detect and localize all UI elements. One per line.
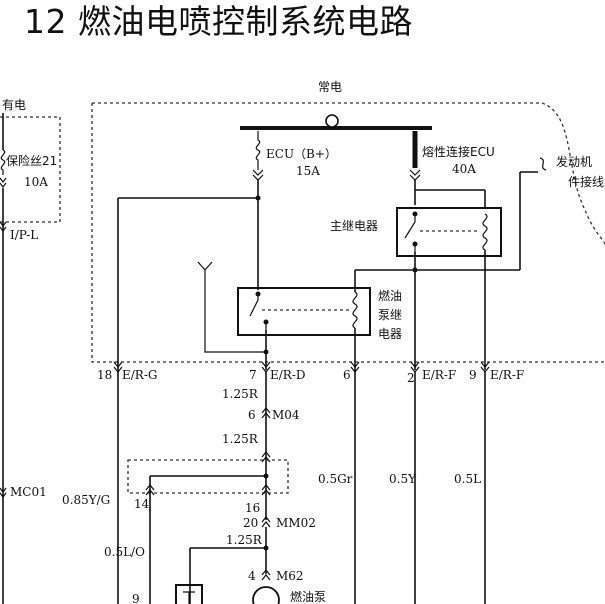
fuel-pump-label: 燃油泵 <box>290 589 326 604</box>
ip-l-label: I/P-L <box>10 228 38 242</box>
page-title: 12 燃油电喷控制系统电路 <box>24 2 413 41</box>
conn-9: 9 <box>469 368 477 382</box>
fuse-box-outline <box>0 116 61 223</box>
ecu-b-rating: 15A <box>296 164 320 178</box>
bus-terminal <box>325 114 339 128</box>
fusible-link-connector <box>409 169 421 181</box>
ip-l-connector <box>0 221 7 232</box>
fuse-rating: 10A <box>24 175 48 189</box>
ecu-b-connector <box>252 169 264 181</box>
fusible-link-rating: 40A <box>452 162 476 176</box>
ecu-b-label: ECU（B+） <box>266 147 337 161</box>
hot-left-label: 有电 <box>2 98 26 112</box>
always-on-label: 常电 <box>318 80 342 94</box>
engine-room-boundary-curve <box>541 102 605 246</box>
bottom-component-box <box>175 584 203 604</box>
wire-05gr: 0.5Gr <box>318 472 353 486</box>
main-relay-box <box>396 207 502 257</box>
engine-parts-label: 发动机 <box>556 154 592 169</box>
splice-box <box>127 459 289 494</box>
mc01-connector <box>0 487 7 498</box>
wire-125r-3: 1.25R <box>226 533 263 547</box>
fuse-box-label: 保险丝21 <box>6 153 57 168</box>
conn-6: 6 <box>343 368 351 382</box>
conn-18: 18 <box>97 368 112 382</box>
mm02-label: MM02 <box>276 516 316 530</box>
pin-14: 14 <box>134 497 150 511</box>
wire-125r-2: 1.25R <box>222 432 259 446</box>
pump-relay-switch <box>249 294 267 330</box>
er-d-label: E/R-D <box>270 368 306 382</box>
pin-16: 16 <box>245 501 260 515</box>
mm02-pin: 20 <box>243 516 258 530</box>
conn-2: 2 <box>407 371 415 385</box>
pin-9: 9 <box>132 592 140 604</box>
fusible-link-label: 熔性连接ECU <box>422 144 495 159</box>
main-relay-label: 主继电器 <box>330 219 378 233</box>
er-f2-label: E/R-F <box>490 368 524 382</box>
wire-05y: 0.5Y <box>389 472 417 486</box>
left-fuse-connector <box>0 177 7 188</box>
er-f1-label: E/R-F <box>422 368 456 382</box>
er-g-label: E/R-G <box>122 368 157 382</box>
m04-pin: 6 <box>248 408 256 422</box>
pump-relay-box <box>237 287 371 336</box>
left-fuse <box>0 149 6 175</box>
wire-125r-1: 1.25R <box>222 387 259 401</box>
fuel-pump-motor <box>252 586 280 604</box>
m62-label: M62 <box>276 569 304 583</box>
pump-relay-label-3: 电器 <box>378 327 402 341</box>
main-relay-coil <box>482 213 488 251</box>
wire-05l: 0.5L <box>454 472 481 486</box>
conn-7: 7 <box>249 368 257 382</box>
ground-symbol <box>197 261 266 353</box>
m04-label: M04 <box>272 408 300 422</box>
main-relay-switch <box>404 214 416 252</box>
engine-parts-label-2: 件接线 <box>568 174 604 189</box>
pump-relay-label-2: 泵继 <box>378 308 402 322</box>
wire-085yg: 0.85Y/G <box>62 493 110 507</box>
ecu-b-fuse <box>255 131 261 170</box>
pump-relay-coil <box>352 291 358 329</box>
m62-pin: 4 <box>248 569 256 583</box>
engine-room-boundary <box>91 102 605 363</box>
pump-relay-label-1: 燃油 <box>378 288 402 303</box>
engine-parts-lead <box>539 157 547 171</box>
mc01-label: MC01 <box>10 485 47 499</box>
wire-05lo-label: 0.5L/O <box>104 545 145 559</box>
